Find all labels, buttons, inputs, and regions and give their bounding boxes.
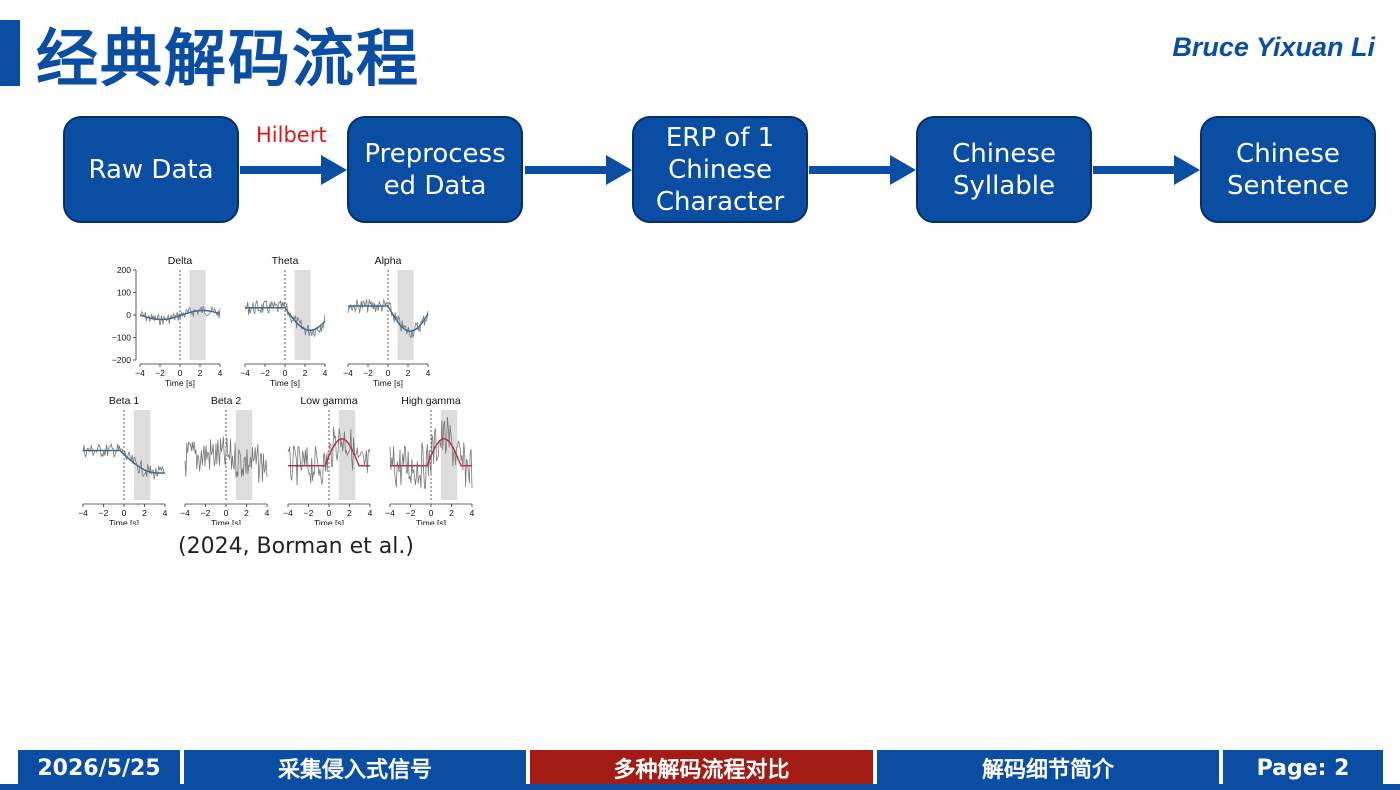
flow-arrow-2 [525, 155, 632, 185]
x-tick-label: 2 [347, 508, 352, 518]
x-axis-label: Time [s] [211, 518, 241, 525]
x-tick-label: −4 [240, 368, 250, 378]
flow-step-chinese-sentence[interactable]: Chinese Sentence [1200, 116, 1376, 223]
fit-curve [139, 309, 221, 321]
panel-title: Beta 2 [211, 395, 242, 407]
x-tick-label: 4 [265, 508, 270, 518]
x-tick-label: −2 [304, 508, 314, 518]
stimulus-window [189, 270, 206, 360]
x-tick-label: 0 [122, 508, 127, 518]
page-title: 经典解码流程 [36, 22, 421, 95]
x-tick-label: 2 [142, 508, 147, 518]
x-tick-label: 0 [429, 508, 434, 518]
x-tick-label: −4 [135, 368, 145, 378]
flow-step-chinese-syllable[interactable]: Chinese Syllable [916, 116, 1092, 223]
flow-step-raw-data[interactable]: Raw Data [63, 116, 239, 223]
flow-step-erp[interactable]: ERP of 1 Chinese Character [632, 116, 808, 223]
x-tick-label: 0 [283, 368, 288, 378]
x-tick-label: −2 [406, 508, 416, 518]
stimulus-window [397, 270, 414, 360]
x-tick-label: 2 [449, 508, 454, 518]
x-axis-label: Time [s] [270, 378, 300, 388]
y-tick-label: −200 [112, 355, 131, 365]
y-tick-label: −100 [112, 333, 131, 343]
footer-nav-section-1[interactable]: 采集侵入式信号 [184, 750, 526, 786]
fit-curve [288, 438, 370, 467]
footer-nav-section-3[interactable]: 解码细节简介 [877, 750, 1219, 786]
x-tick-label: −2 [363, 368, 373, 378]
footer-bottom-line [0, 784, 1400, 790]
x-tick-label: 4 [218, 368, 223, 378]
stimulus-window [294, 270, 311, 360]
fit-curve [390, 438, 472, 467]
panel-title: Alpha [375, 255, 402, 267]
x-axis-label: Time [s] [416, 518, 446, 525]
x-tick-label: 4 [426, 368, 431, 378]
footer-nav-section-2[interactable]: 多种解码流程对比 [530, 750, 873, 786]
title-accent-bar [0, 20, 20, 86]
x-tick-label: 4 [368, 508, 373, 518]
hilbert-label: Hilbert [256, 123, 327, 147]
x-tick-label: −4 [180, 508, 190, 518]
panel-title: Delta [168, 255, 193, 267]
x-tick-label: 4 [470, 508, 475, 518]
x-tick-label: 2 [198, 368, 203, 378]
panel-title: Theta [272, 255, 299, 267]
x-axis-label: Time [s] [165, 378, 195, 388]
raw-trace [389, 416, 473, 489]
x-axis-label: Time [s] [373, 378, 403, 388]
raw-trace [82, 442, 166, 480]
x-axis-label: Time [s] [109, 518, 139, 525]
author-name: Bruce Yixuan Li [1172, 32, 1375, 62]
x-tick-label: −2 [260, 368, 270, 378]
raw-trace [287, 426, 371, 486]
flow-step-preprocessed-data[interactable]: Preprocess ed Data [347, 116, 523, 223]
raw-trace [139, 305, 221, 326]
stimulus-window [235, 410, 253, 500]
x-axis-label: Time [s] [314, 518, 344, 525]
x-tick-label: 0 [327, 508, 332, 518]
fit-curve [245, 307, 326, 332]
stimulus-window [133, 410, 151, 500]
y-tick-label: 100 [117, 288, 131, 298]
panel-title: Low gamma [300, 395, 357, 407]
x-tick-label: −4 [283, 508, 293, 518]
fit-curve [348, 305, 429, 332]
y-tick-label: 200 [117, 265, 131, 275]
panel-title: Beta 1 [109, 395, 140, 407]
x-tick-label: 2 [244, 508, 249, 518]
x-tick-label: 4 [323, 368, 328, 378]
x-tick-label: −2 [201, 508, 211, 518]
x-tick-label: 0 [386, 368, 391, 378]
x-tick-label: −4 [78, 508, 88, 518]
figure-caption: (2024, Borman et al.) [178, 534, 414, 559]
x-tick-label: 4 [163, 508, 168, 518]
raw-trace [184, 436, 268, 483]
x-tick-label: 2 [406, 368, 411, 378]
flow-arrow-1 [240, 155, 347, 185]
x-tick-label: 2 [303, 368, 308, 378]
flow-arrow-4 [1093, 155, 1200, 185]
flow-arrow-3 [809, 155, 916, 185]
footer-page-number[interactable]: Page: 2 [1223, 750, 1383, 786]
y-tick-label: 0 [126, 310, 131, 320]
panel-title: High gamma [401, 395, 461, 407]
fit-curve [83, 449, 165, 474]
x-tick-label: −2 [99, 508, 109, 518]
x-tick-label: −2 [155, 368, 165, 378]
x-tick-label: −4 [385, 508, 395, 518]
x-tick-label: −4 [343, 368, 353, 378]
x-tick-label: 0 [224, 508, 229, 518]
footer-bar: 2026/5/25 采集侵入式信号 多种解码流程对比 解码细节简介 Page: … [0, 748, 1400, 790]
footer-date[interactable]: 2026/5/25 [18, 750, 180, 786]
x-tick-label: 0 [178, 368, 183, 378]
